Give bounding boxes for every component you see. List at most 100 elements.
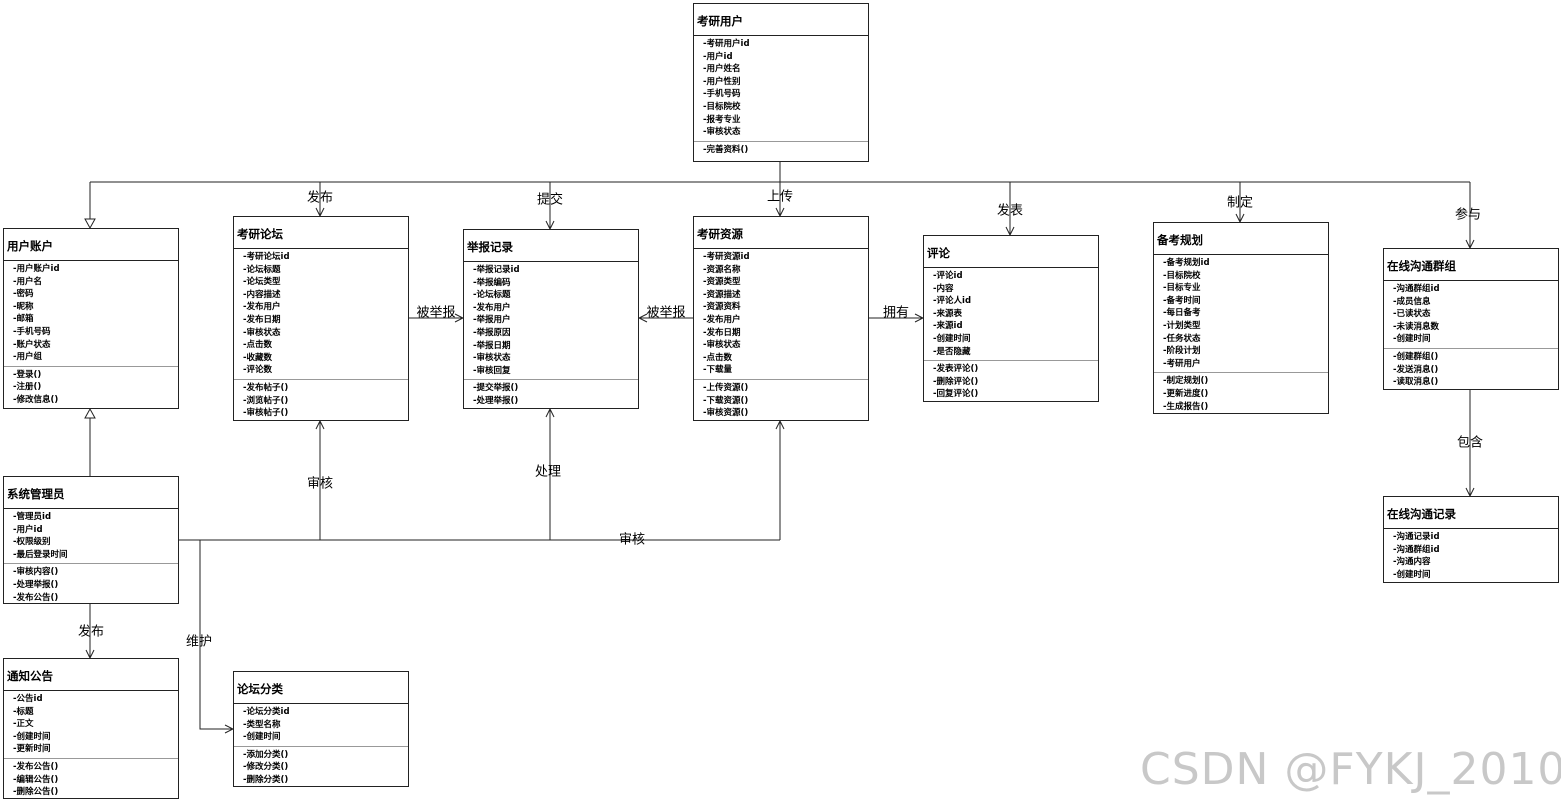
class-attribute: -发布用户 bbox=[473, 302, 511, 313]
class-attribute: -备考规划id bbox=[1163, 258, 1210, 268]
class-title: 备考规划 bbox=[1154, 223, 1328, 255]
class-method: -删除评论() bbox=[933, 376, 979, 387]
class-attribute: -沟通记录id bbox=[1393, 532, 1440, 542]
method-list: -审核内容()-处理举报()-发布公告() bbox=[4, 563, 178, 606]
class-forum-category: 论坛分类 -论坛分类id-类型名称-创建时间 -添加分类()-修改分类()-删除… bbox=[233, 671, 409, 787]
class-method: -删除分类() bbox=[243, 774, 289, 785]
attr-list: -备考规划id-目标院校-目标专业-备考时间-每日备考-计划类型-任务状态-阶段… bbox=[1154, 255, 1328, 372]
watermark: CSDN @FYKJ_2010 bbox=[1140, 744, 1561, 795]
class-attribute: -更新时间 bbox=[13, 744, 51, 755]
label-admin-handle-report: 处理 bbox=[534, 464, 562, 480]
class-attribute: -每日备考 bbox=[1163, 308, 1201, 319]
class-attribute: -用户姓名 bbox=[703, 64, 741, 75]
class-attribute: -发布用户 bbox=[703, 314, 741, 325]
label-has-comment: 拥有 bbox=[882, 305, 910, 321]
class-attribute: -资源描述 bbox=[703, 289, 741, 300]
class-method: -发送消息() bbox=[1393, 364, 1439, 375]
class-attribute: -点击数 bbox=[243, 340, 273, 351]
class-method: -删除公告() bbox=[13, 787, 59, 798]
class-attribute: -资源类型 bbox=[703, 277, 741, 288]
attr-list: -管理员id-用户id-权限级别-最后登录时间 bbox=[4, 509, 178, 563]
class-notice: 通知公告 -公告id-标题-正文-创建时间-更新时间 -发布公告()-编辑公告(… bbox=[3, 658, 179, 799]
class-method: -读取消息() bbox=[1393, 377, 1439, 388]
class-title: 在线沟通群组 bbox=[1384, 249, 1558, 281]
class-attribute: -用户id bbox=[703, 51, 733, 62]
method-list: -发表评论()-删除评论()-回复评论() bbox=[924, 360, 1098, 403]
class-attribute: -目标专业 bbox=[1163, 283, 1201, 294]
class-forum: 考研论坛 -考研论坛id-论坛标题-论坛类型-内容描述-发布用户-发布日期-审核… bbox=[233, 216, 409, 421]
attr-list: -考研论坛id-论坛标题-论坛类型-内容描述-发布用户-发布日期-审核状态-点击… bbox=[234, 249, 408, 379]
attr-list: -用户账户id-用户名-密码-昵称-邮箱-手机号码-账户状态-用户组 bbox=[4, 261, 178, 366]
class-user-account: 用户账户 -用户账户id-用户名-密码-昵称-邮箱-手机号码-账户状态-用户组 … bbox=[3, 228, 179, 409]
class-method: -发表评论() bbox=[933, 364, 979, 375]
class-attribute: -点击数 bbox=[703, 352, 733, 363]
label-admin-audit-resource: 审核 bbox=[618, 532, 646, 548]
class-method: -处理举报() bbox=[13, 579, 59, 590]
label-upload-resource: 上传 bbox=[766, 189, 794, 205]
class-title: 举报记录 bbox=[464, 230, 638, 262]
class-attribute: -发布日期 bbox=[703, 327, 741, 338]
class-attribute: -内容描述 bbox=[243, 289, 281, 300]
class-attribute: -成员信息 bbox=[1393, 296, 1431, 307]
label-admin-audit-forum: 审核 bbox=[306, 476, 334, 492]
label-submit-report: 提交 bbox=[536, 192, 564, 208]
class-attribute: -来源id bbox=[933, 321, 963, 332]
class-attribute: -下载量 bbox=[703, 365, 733, 376]
class-title: 考研论坛 bbox=[234, 217, 408, 249]
class-resource: 考研资源 -考研资源id-资源名称-资源类型-资源描述-资源资料-发布用户-发布… bbox=[693, 216, 869, 421]
class-attribute: -论坛标题 bbox=[243, 264, 281, 275]
class-method: -上传资源() bbox=[703, 382, 749, 393]
class-method: -修改分类() bbox=[243, 762, 289, 773]
label-forum-reported: 被举报 bbox=[416, 305, 456, 321]
class-attribute: -管理员id bbox=[13, 512, 52, 522]
edge-admin-maintain-category bbox=[199, 540, 233, 729]
class-attribute: -用户组 bbox=[13, 352, 43, 363]
class-method: -制定规划() bbox=[1163, 376, 1209, 387]
class-method: -生成报告() bbox=[1163, 401, 1209, 412]
class-attribute: -创建时间 bbox=[243, 732, 281, 743]
class-title: 考研用户 bbox=[694, 4, 868, 36]
class-method: -浏览帖子() bbox=[243, 395, 289, 406]
class-attribute: -手机号码 bbox=[703, 89, 741, 100]
class-attribute: -标题 bbox=[13, 706, 34, 717]
class-attribute: -发布日期 bbox=[243, 314, 281, 325]
class-kaoyan-user: 考研用户 -考研用户id-用户id-用户姓名-用户性别-手机号码-目标院校-报考… bbox=[693, 3, 869, 162]
class-method: -编辑公告() bbox=[13, 774, 59, 785]
class-report: 举报记录 -举报记录id-举报编码-论坛标题-发布用户-举报用户-举报原因-举报… bbox=[463, 229, 639, 409]
label-post-comment: 发表 bbox=[996, 203, 1024, 219]
class-attribute: -举报日期 bbox=[473, 340, 511, 351]
method-list: -发布帖子()-浏览帖子()-审核帖子() bbox=[234, 378, 408, 422]
class-attribute: -邮箱 bbox=[13, 314, 34, 325]
class-attribute: -来源表 bbox=[933, 308, 963, 319]
class-method: -发布帖子() bbox=[243, 382, 289, 393]
method-list: -上传资源()-下载资源()-审核资源() bbox=[694, 378, 868, 422]
label-group-contains: 包含 bbox=[1456, 435, 1484, 451]
class-attribute: -评论人id bbox=[933, 296, 972, 307]
label-resource-reported: 被举报 bbox=[646, 305, 686, 321]
class-title: 评论 bbox=[924, 236, 1098, 268]
attr-list: -论坛分类id-类型名称-创建时间 bbox=[234, 704, 408, 746]
class-attribute: -评论数 bbox=[243, 365, 273, 376]
class-attribute: -论坛类型 bbox=[243, 277, 281, 288]
label-publish-forum: 发布 bbox=[306, 190, 334, 206]
class-title: 用户账户 bbox=[4, 229, 178, 261]
class-attribute: -举报用户 bbox=[473, 315, 511, 326]
method-list: -完善资料() bbox=[694, 140, 868, 159]
method-list: -发布公告() -编辑公告() -删除公告() bbox=[4, 757, 178, 801]
label-join-group: 参与 bbox=[1454, 207, 1482, 223]
class-attribute: -资源名称 bbox=[703, 264, 741, 275]
class-method: -发布公告() bbox=[13, 761, 59, 772]
class-attribute: -考研用户 bbox=[1163, 358, 1201, 369]
class-attribute: -计划类型 bbox=[1163, 320, 1201, 331]
class-attribute: -任务状态 bbox=[1163, 333, 1201, 344]
class-attribute: -举报原因 bbox=[473, 327, 511, 338]
class-attribute: -评论id bbox=[933, 271, 963, 281]
class-title: 系统管理员 bbox=[4, 477, 178, 509]
class-attribute: -审核回复 bbox=[473, 365, 511, 376]
class-method: -修改信息() bbox=[13, 394, 59, 405]
class-attribute: -创建时间 bbox=[933, 333, 971, 344]
class-attribute: -公告id bbox=[13, 694, 43, 704]
class-attribute: -用户性别 bbox=[703, 76, 741, 87]
attr-list: -沟通群组id-成员信息-已读状态-未读消息数-创建时间 bbox=[1384, 281, 1558, 348]
